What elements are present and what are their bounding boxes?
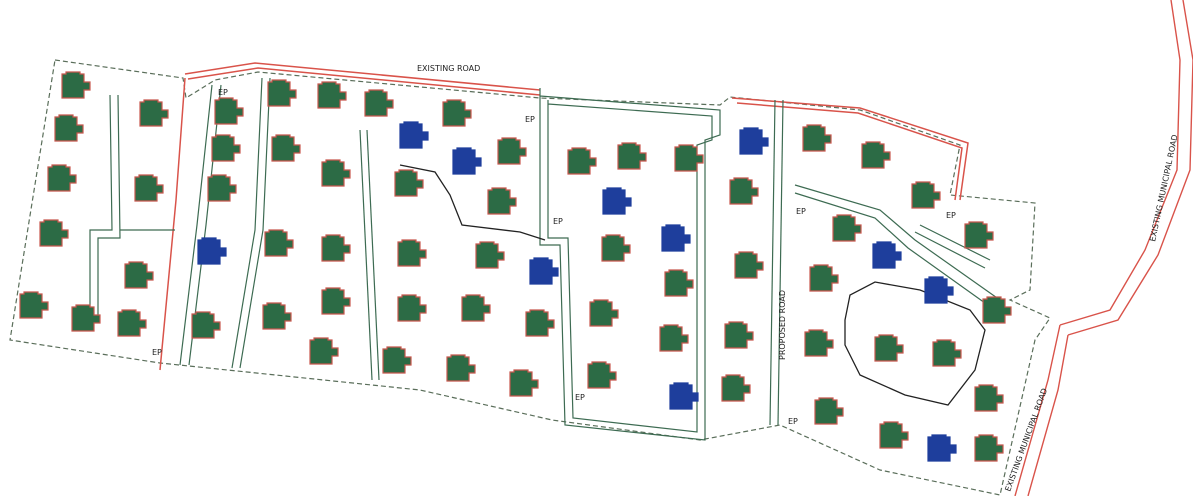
house-unit: [567, 147, 597, 175]
house-unit: [911, 181, 941, 209]
existing-road: [159, 62, 969, 371]
house-unit: [124, 261, 154, 289]
proposed-road-label: PROPOSED ROAD: [778, 290, 787, 360]
house-unit: [271, 134, 301, 162]
house-unit: [721, 374, 751, 402]
house-unit: [809, 264, 839, 292]
house-unit: [47, 164, 77, 192]
house-unit: [309, 337, 339, 365]
house-unit: [509, 369, 539, 397]
house-unit: [475, 241, 505, 269]
house-unit: [589, 299, 619, 327]
site-boundary: [9, 59, 1051, 496]
houses: [19, 71, 1012, 462]
house-unit-blue: [602, 187, 632, 215]
existing-road-label: EXISTING ROAD: [417, 64, 480, 73]
ep-label: EP: [788, 417, 798, 426]
house-unit: [267, 79, 297, 107]
house-unit: [487, 187, 517, 215]
house-unit: [54, 114, 84, 142]
house-unit: [804, 329, 834, 357]
house-unit: [117, 309, 147, 337]
house-unit: [964, 221, 994, 249]
house-unit: [861, 141, 891, 169]
house-unit: [71, 304, 101, 332]
house-unit-blue: [529, 257, 559, 285]
house-unit: [321, 287, 351, 315]
house-unit: [139, 99, 169, 127]
house-unit: [321, 234, 351, 262]
house-unit-blue: [872, 241, 902, 269]
municipal-road-lower: [1014, 324, 1069, 496]
house-unit-blue: [927, 434, 957, 462]
internal-paths: [89, 77, 1001, 441]
house-unit: [814, 397, 844, 425]
ep-label: EP: [946, 211, 956, 220]
house-unit: [659, 324, 689, 352]
house-unit: [932, 339, 962, 367]
house-unit: [601, 234, 631, 262]
house-unit: [802, 124, 832, 152]
municipal-road-upper-label: EXISTING MUNICIPAL ROAD: [1148, 134, 1179, 243]
house-unit-blue: [924, 276, 954, 304]
house-unit: [364, 89, 394, 117]
house-unit: [729, 177, 759, 205]
house-unit: [264, 229, 294, 257]
municipal-road-lower-label: EXISTING MUNICIPAL ROAD: [1003, 387, 1049, 493]
house-unit: [397, 294, 427, 322]
house-unit: [674, 144, 704, 172]
house-unit-blue: [452, 147, 482, 175]
house-unit: [397, 239, 427, 267]
house-unit: [61, 71, 91, 99]
house-unit: [974, 434, 1004, 462]
ep-label: EP: [525, 115, 535, 124]
house-unit: [982, 296, 1012, 324]
house-unit: [442, 99, 472, 127]
house-unit: [321, 159, 351, 187]
municipal-road-upper: [1059, 0, 1193, 336]
house-unit-blue: [197, 237, 227, 265]
house-unit: [262, 302, 292, 330]
house-unit: [974, 384, 1004, 412]
house-unit: [874, 334, 904, 362]
house-unit: [191, 311, 221, 339]
house-unit: [497, 137, 527, 165]
house-unit: [525, 309, 555, 337]
house-unit-blue: [739, 127, 769, 155]
house-unit: [724, 321, 754, 349]
house-unit: [19, 291, 49, 319]
house-unit: [461, 294, 491, 322]
ep-label: EP: [553, 217, 563, 226]
house-unit-blue: [669, 382, 699, 410]
house-unit: [879, 421, 909, 449]
house-unit: [211, 134, 241, 162]
house-unit: [832, 214, 862, 242]
house-unit: [214, 97, 244, 125]
house-unit-blue: [399, 121, 429, 149]
house-unit: [617, 142, 647, 170]
house-unit: [587, 361, 617, 389]
house-unit: [134, 174, 164, 202]
house-unit: [734, 251, 764, 279]
ep-label: EP: [575, 393, 585, 402]
house-unit: [317, 81, 347, 109]
house-unit: [382, 346, 412, 374]
house-unit: [207, 174, 237, 202]
house-unit: [39, 219, 69, 247]
ep-label: EP: [796, 207, 806, 216]
ep-label: EP: [152, 348, 162, 357]
footpaths: [399, 164, 986, 406]
ep-label: EP: [218, 88, 228, 97]
house-unit: [446, 354, 476, 382]
house-unit: [664, 269, 694, 297]
house-unit-blue: [661, 224, 691, 252]
house-unit: [394, 169, 424, 197]
